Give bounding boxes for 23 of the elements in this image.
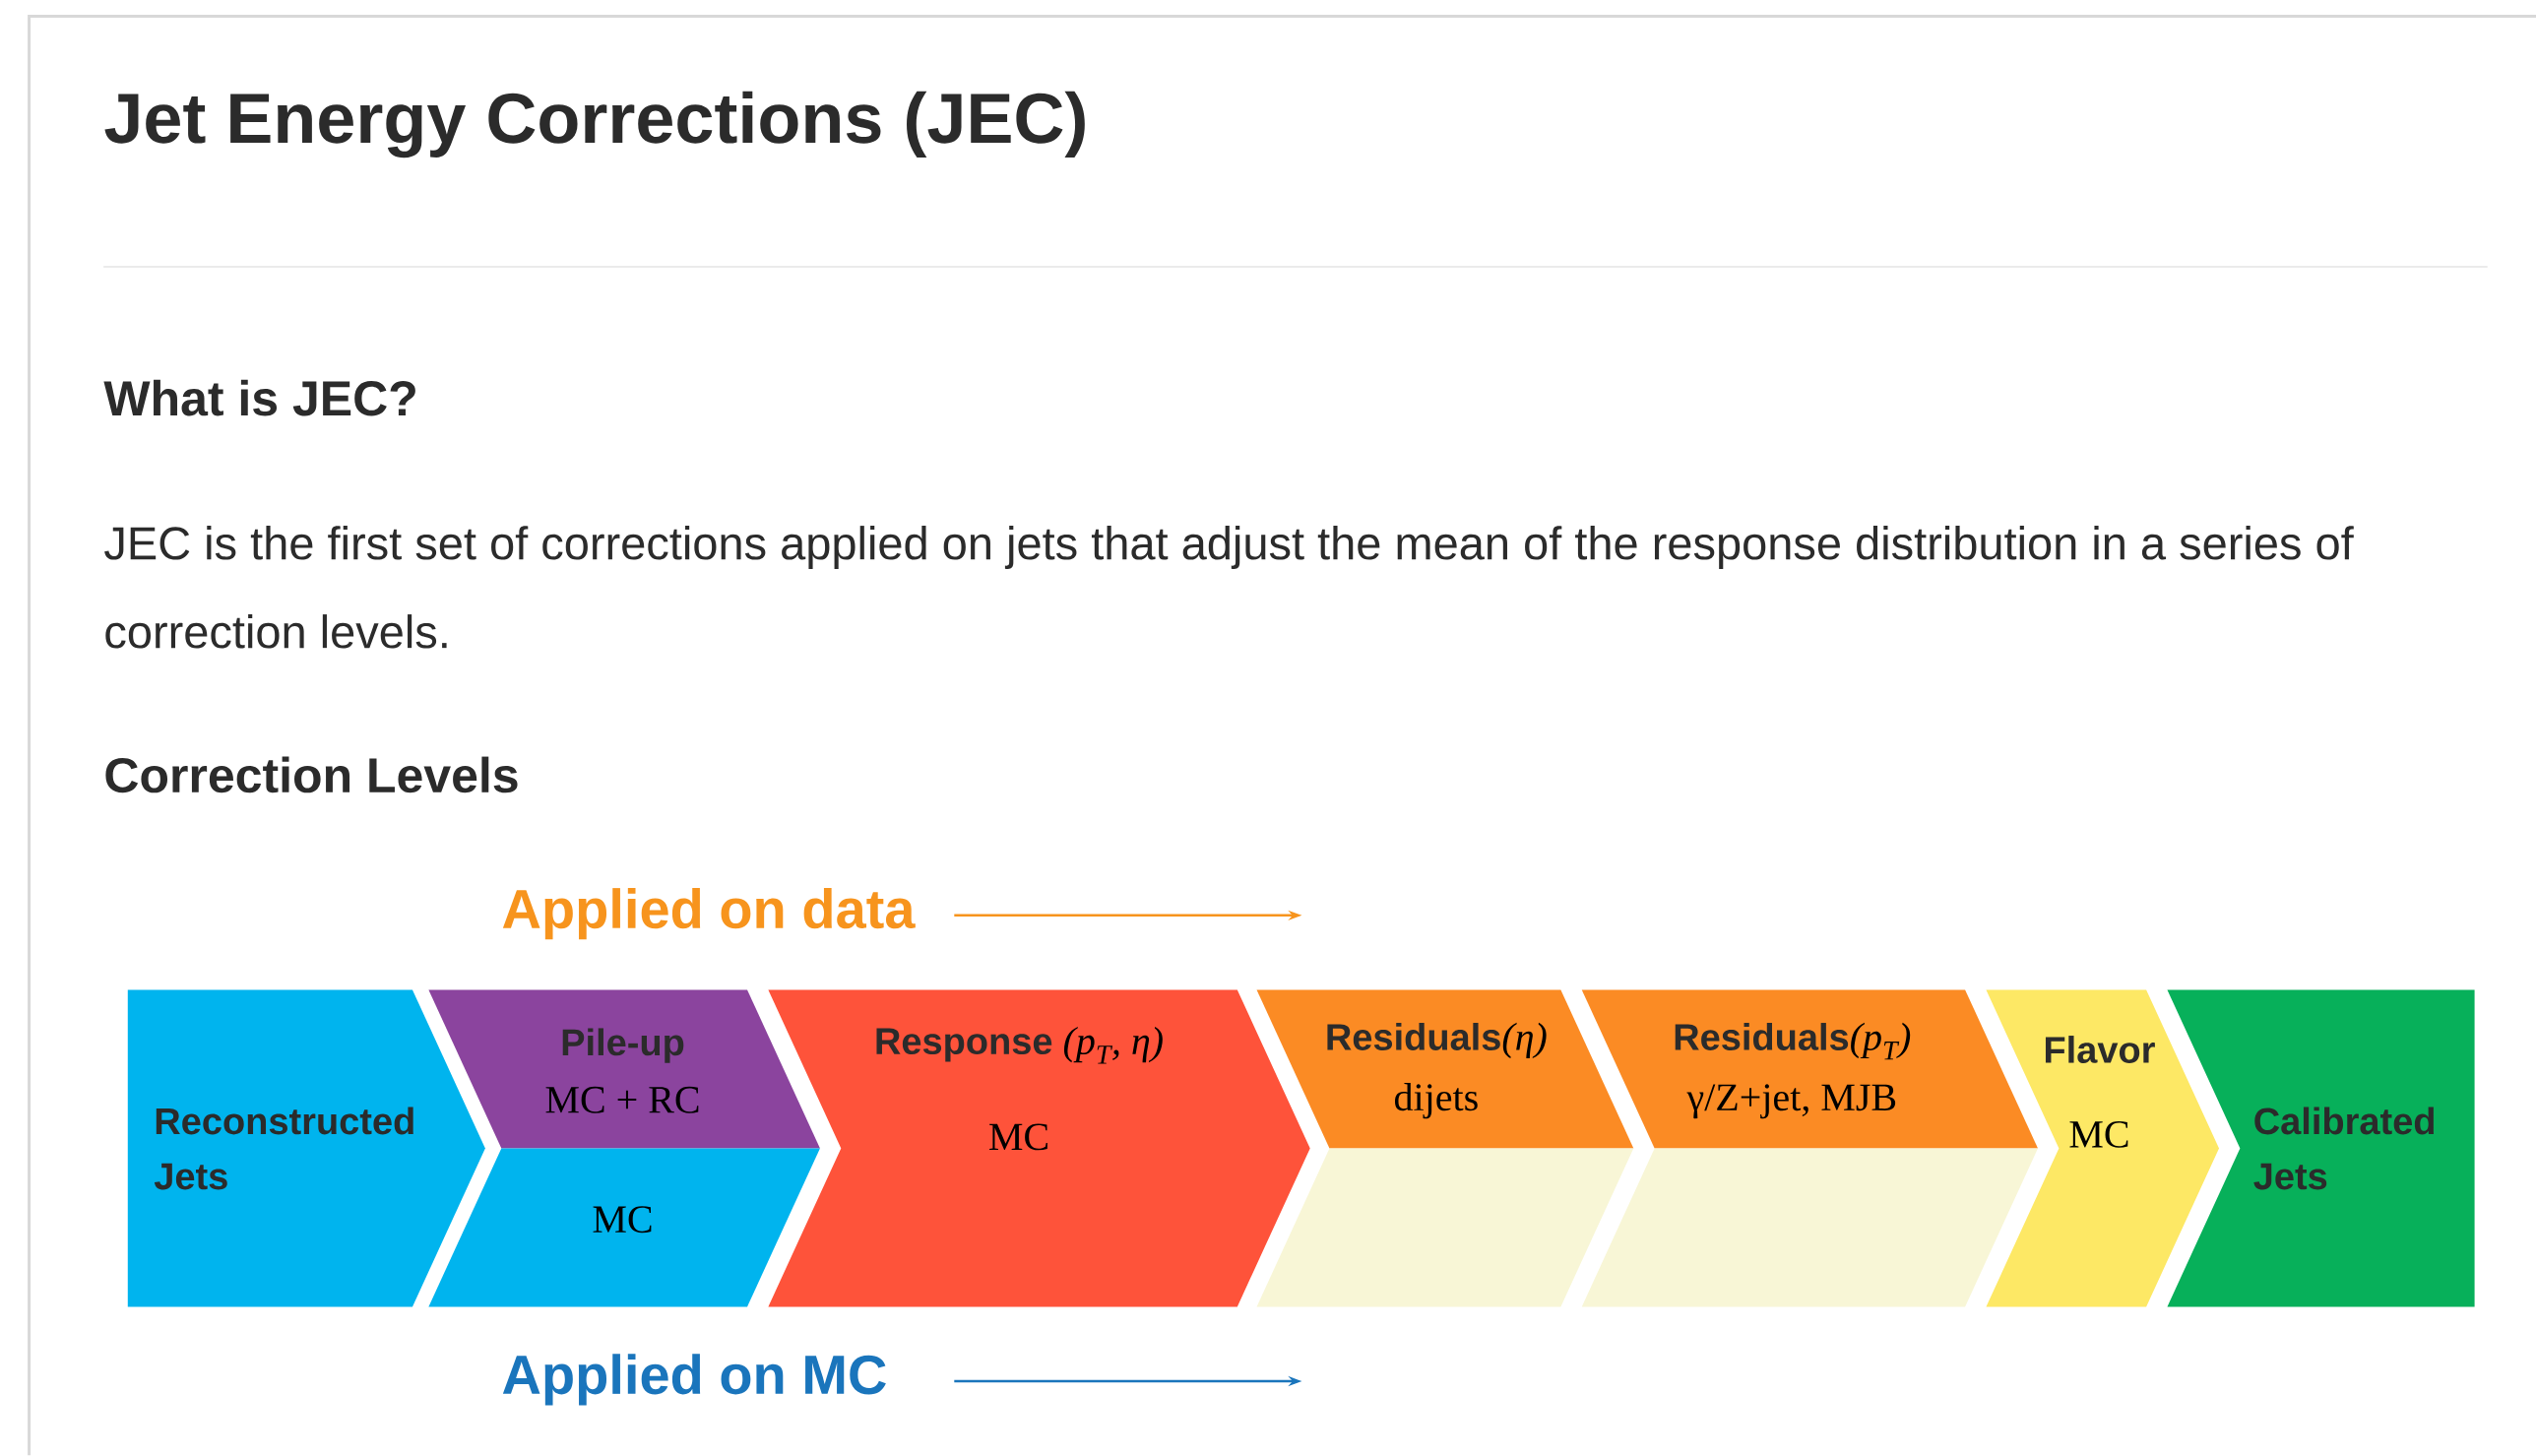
node-label: (η) bbox=[1502, 1023, 1547, 1059]
chevron-segment: Pile-up MC + RC bbox=[428, 989, 820, 1149]
chevron-segment bbox=[1256, 1148, 1634, 1307]
node-label: Residuals bbox=[1675, 1023, 1849, 1051]
direction-label: Applied on MC bbox=[502, 1354, 886, 1406]
chevron-segment bbox=[1581, 1148, 2038, 1307]
node-label: MC bbox=[593, 1206, 652, 1234]
node-label: dijets bbox=[1394, 1083, 1478, 1119]
chevron-segment: Flavor MC bbox=[1986, 989, 2219, 1307]
node-label: Residuals bbox=[1327, 1023, 1500, 1051]
heading: Correction Levels bbox=[105, 756, 518, 793]
direction-label: Applied on data bbox=[502, 888, 916, 940]
paragraph: JEC is the first set of corrections applied on jets that adjust the mean of the response distribution in a series of correction levels. bbox=[104, 526, 2354, 649]
chevron-segment: Residuals(p$_{T}$) γ/Z+jet, MJB bbox=[1581, 989, 2038, 1149]
chevron-segment: Residuals(η) dijets bbox=[1256, 989, 1634, 1149]
node-label: γ/Z+jet, MJB bbox=[1686, 1084, 1896, 1119]
chevron-segment: Reconstructed Jets bbox=[127, 989, 485, 1307]
node-label: (p$_{T}$) bbox=[1851, 1023, 1911, 1060]
page-title: Jet Energy Corrections (JEC) bbox=[104, 92, 1085, 158]
chevron-segment: Calibrated Jets bbox=[2167, 989, 2475, 1307]
chevron-segment: MC bbox=[428, 1148, 820, 1307]
chevron-segment: Response (p$_{T}$, η) MC bbox=[768, 989, 1310, 1307]
heading: What is JEC? bbox=[103, 380, 415, 416]
